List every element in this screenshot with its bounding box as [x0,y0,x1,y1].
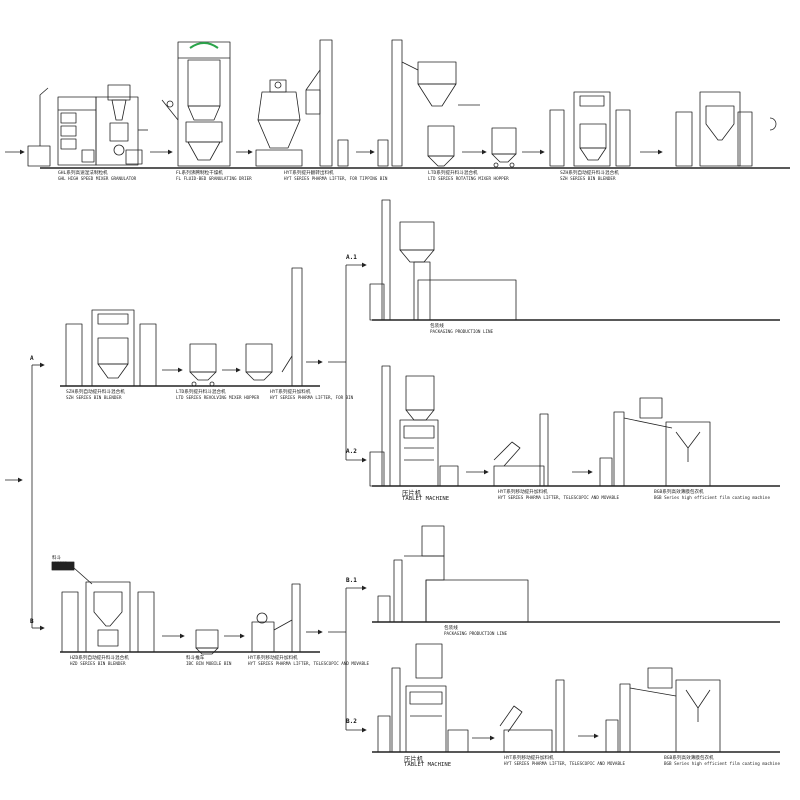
hopper-lifter-icon [377,39,480,167]
lifter-icon [493,413,549,487]
mill-icon [255,79,303,167]
lifter-icon [499,679,565,753]
row-b [51,561,367,733]
branch-label-a2: A.2 [346,448,357,455]
lifter-icon [251,583,301,653]
bin-blender-icon [675,91,777,167]
branch-label-a: A [30,355,34,362]
bin-blender-icon [549,91,631,167]
coating-machine-icon [599,397,711,487]
branch-label-b2: B.2 [346,718,357,725]
line-a1 [369,199,780,321]
line-a2 [369,365,780,487]
granulator-icon [27,84,148,167]
line-b2 [372,643,780,753]
packaging-line-icon [377,525,529,623]
coating-machine-icon [605,667,721,753]
fluid-bed-icon [161,41,231,167]
lifter-icon [305,39,349,167]
mobile-bin-icon [189,343,217,387]
mobile-bin-icon [491,127,517,168]
bin-blender-icon [51,561,155,653]
row-a [60,262,367,463]
packaging-line-icon [369,199,517,321]
line-b1 [372,525,780,623]
branch-label-b: B [30,618,34,625]
branch-label-b1: B.1 [346,577,357,584]
lifter-icon [245,267,303,387]
bin-blender-icon [65,309,157,387]
tablet-press-icon [399,419,459,487]
mobile-bin-icon [195,629,219,655]
top-row [5,39,790,169]
tablet-press-icon [377,643,469,753]
branch-label-a1: A.1 [346,254,357,261]
branch-trunk [5,362,45,631]
